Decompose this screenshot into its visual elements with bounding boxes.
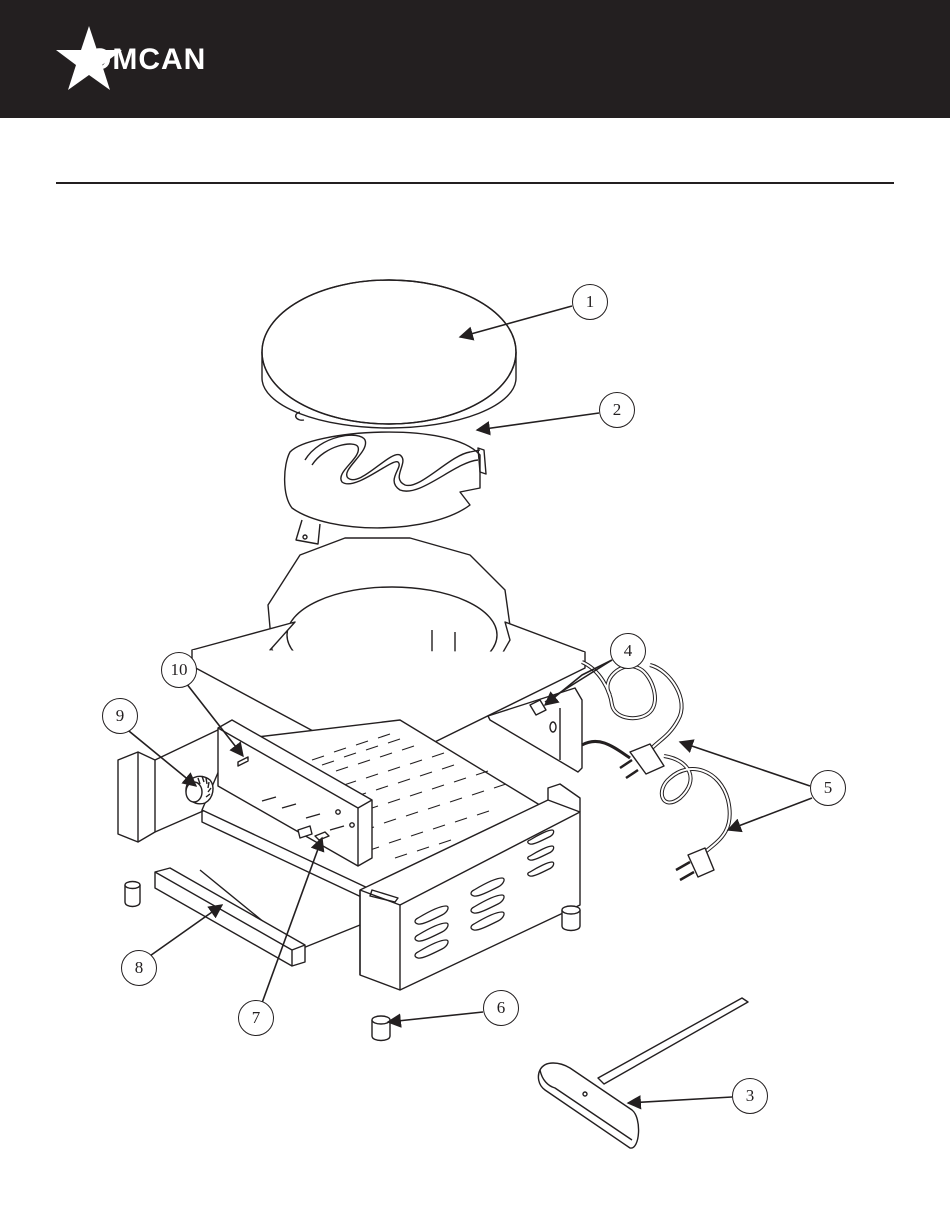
callout-9: 9	[102, 698, 138, 734]
drawer-handle	[155, 868, 305, 966]
crepe-plate	[262, 280, 516, 428]
callout-3: 3	[732, 1078, 768, 1114]
batter-spreader	[538, 998, 748, 1148]
callout-2: 2	[599, 392, 635, 428]
rubber-foot-left	[125, 882, 140, 907]
rubber-foot-right	[562, 906, 580, 931]
rubber-foot-loose	[372, 1016, 390, 1041]
callout-4: 4	[610, 633, 646, 669]
callout-1: 1	[572, 284, 608, 320]
callout-8: 8	[121, 950, 157, 986]
heating-element	[285, 432, 486, 544]
power-cords	[582, 662, 730, 880]
callout-7: 7	[238, 1000, 274, 1036]
callout-5: 5	[810, 770, 846, 806]
callout-10: 10	[161, 652, 197, 688]
callout-6: 6	[483, 990, 519, 1026]
